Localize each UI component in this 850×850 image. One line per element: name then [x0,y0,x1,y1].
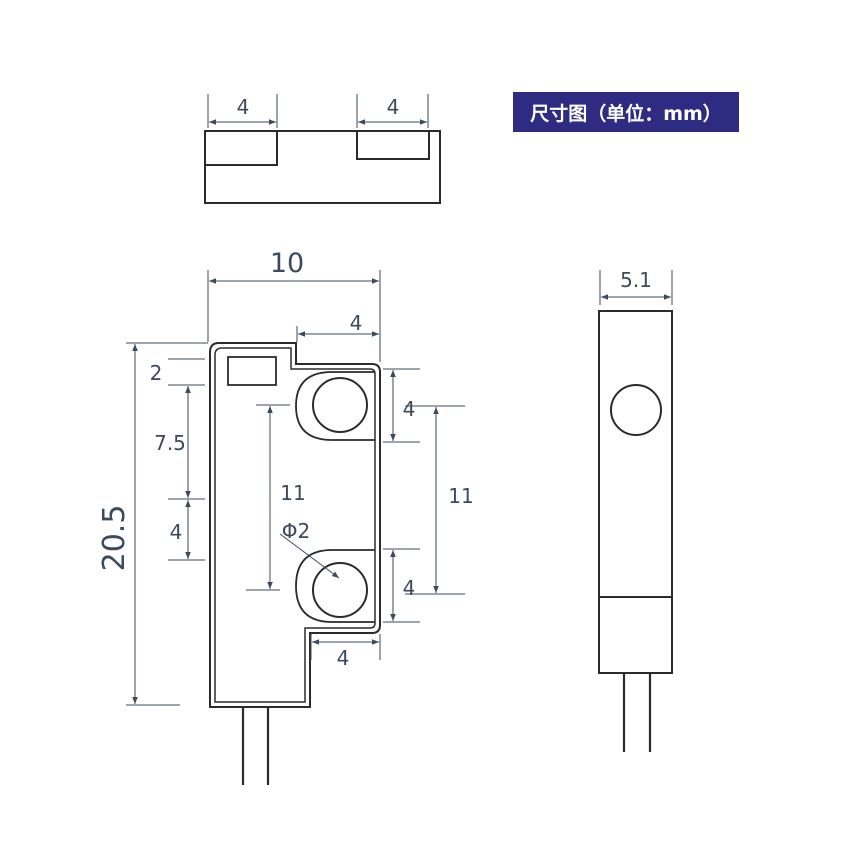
top-view-dims [207,94,429,128]
front-inner-pitch-label: 11 [280,481,305,505]
front-view [209,342,381,785]
front-bottom-cutout-label: 4 [337,646,350,670]
top-view-left-slot [204,130,278,166]
upper-hole-boss [295,371,375,441]
front-view-dims [126,270,465,706]
front-top-cutout-label: 4 [350,311,363,335]
front-slot [227,356,277,386]
title-badge: 尺寸图（单位：mm） [513,92,739,132]
top-right-slot-label: 4 [387,95,400,119]
side-hole [610,384,662,436]
front-hole-diameter-label: Φ2 [282,519,310,543]
front-body-outer [209,342,381,708]
top-view [204,130,441,204]
side-view [598,310,673,752]
front-width-label: 10 [270,248,304,279]
top-view-body [204,130,441,204]
front-lower-hole-label: 4 [403,576,416,600]
front-hole-span-label: 4 [170,520,183,544]
top-left-slot-label: 4 [237,95,250,119]
front-total-height-label: 20.5 [97,505,132,572]
front-slot-to-hole-label: 7.5 [154,431,186,455]
side-body [598,310,673,674]
front-upper-hole-label: 4 [403,397,416,421]
title-text: 尺寸图（单位：mm） [530,102,722,125]
side-thickness-label: 5.1 [620,268,652,292]
lower-hole-boss [295,549,375,623]
top-view-right-slot [356,130,430,160]
front-body-inner [214,347,376,703]
upper-hole [312,377,368,433]
front-top-offset-label: 2 [150,361,163,385]
front-outer-pitch-label: 11 [448,484,473,508]
side-view-dims [599,270,673,305]
lower-hole [312,562,368,618]
